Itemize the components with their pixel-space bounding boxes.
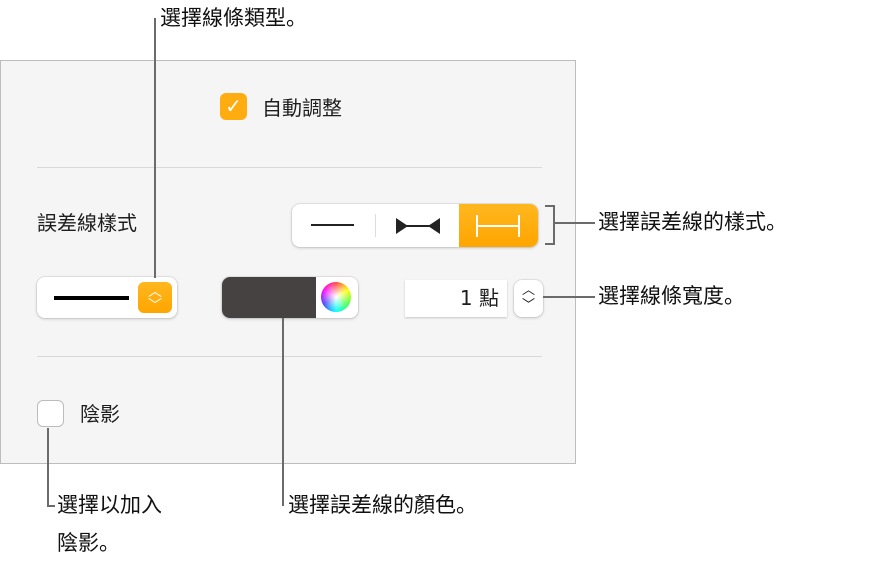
shadow-label: 陰影 — [80, 402, 120, 426]
callout-line-width: 選擇線條寬度。 — [598, 284, 745, 308]
color-swatch[interactable] — [222, 277, 316, 318]
arrow-ends-icon — [396, 218, 440, 234]
callout-shadow-2: 陰影。 — [57, 531, 120, 555]
divider — [37, 356, 542, 357]
segment-line[interactable] — [292, 204, 374, 247]
stepper-down-icon[interactable]: ﹀ — [521, 298, 535, 313]
callout-leader — [555, 222, 595, 224]
callout-leader — [282, 318, 284, 506]
stepper-up-icon[interactable]: ︿ — [521, 283, 535, 298]
segment-arrow-ends[interactable] — [376, 204, 458, 247]
segment-separator — [375, 214, 376, 237]
shadow-checkbox[interactable] — [37, 400, 64, 427]
callout-leader — [47, 505, 55, 507]
color-well[interactable] — [222, 277, 358, 318]
line-type-popup[interactable]: ︿﹀ — [37, 277, 177, 318]
error-bar-style-label: 誤差線樣式 — [37, 211, 137, 235]
line-width-field[interactable]: 1 點 — [405, 280, 507, 317]
auto-adjust-checkbox[interactable]: ✓ — [220, 93, 247, 120]
line-icon — [311, 224, 354, 226]
color-wheel-icon[interactable] — [321, 282, 351, 312]
divider — [37, 167, 542, 168]
callout-shadow: 選擇以加入 — [57, 493, 162, 517]
bar-ends-icon — [476, 215, 520, 237]
error-bar-style-segmented-control — [292, 204, 538, 247]
callout-leader — [47, 428, 49, 506]
callout-color: 選擇誤差線的顏色。 — [288, 493, 477, 517]
callout-leader — [543, 296, 595, 298]
line-width-stepper[interactable]: ︿﹀ — [514, 280, 543, 317]
auto-adjust-label: 自動調整 — [262, 96, 342, 120]
callout-line-type: 選擇線條類型。 — [160, 6, 307, 30]
line-sample — [54, 296, 129, 300]
callout-error-bar-style: 選擇誤差線的樣式。 — [598, 210, 787, 234]
callout-leader — [154, 18, 156, 278]
format-panel — [0, 60, 576, 464]
chevron-up-down-icon: ︿﹀ — [138, 282, 172, 313]
callout-bracket — [545, 205, 555, 245]
segment-bar-ends[interactable] — [459, 204, 538, 247]
